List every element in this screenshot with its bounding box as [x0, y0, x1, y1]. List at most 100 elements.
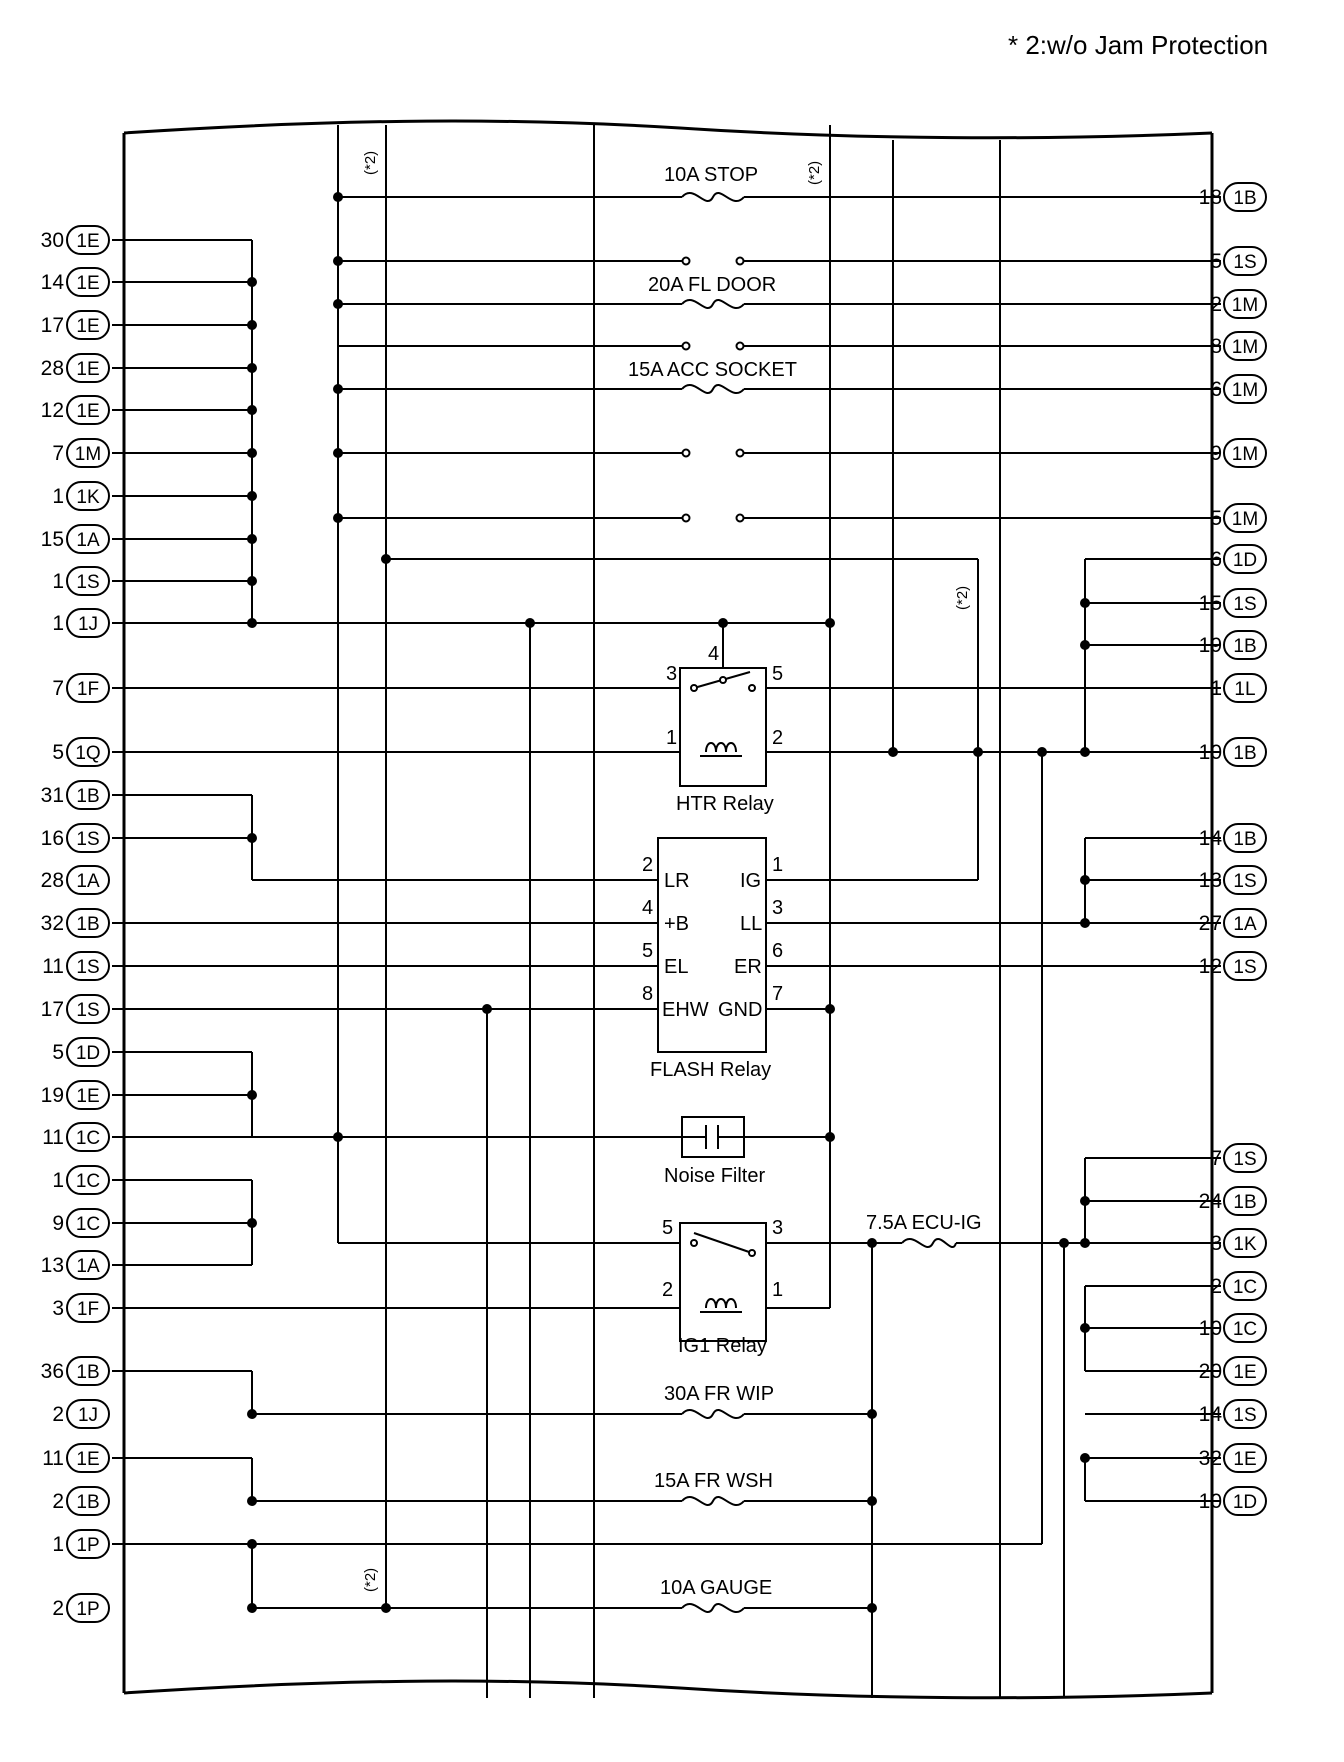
flash-relay: LR +B EL EHW IG LL ER GND 2 4 5 8 1 3 6 …	[642, 837, 783, 1081]
junction-dot	[247, 277, 257, 287]
connector-badge	[66, 1399, 110, 1429]
connector-badge	[66, 1122, 110, 1152]
junction-dot	[973, 747, 983, 757]
fuse-ecu-ig-label: 7.5A ECU-IG	[866, 1212, 982, 1234]
connector-badge	[66, 951, 110, 981]
pin-number: 3	[52, 1297, 64, 1320]
connector-id: 1C	[1233, 1277, 1257, 1298]
connector-badge	[1223, 1143, 1267, 1173]
connector-id: 1S	[1233, 957, 1256, 978]
junction-dot	[247, 1496, 257, 1506]
pin-number: 7	[52, 677, 64, 700]
jam-protection-note: * 2:w/o Jam Protection	[1008, 30, 1268, 60]
pin-number: 30	[41, 229, 64, 252]
pin-number: 1	[52, 485, 64, 508]
noise-filter: Noise Filter	[664, 1116, 765, 1187]
htr-relay-pin-1: 1	[666, 727, 677, 749]
connector-id: 1Q	[75, 743, 100, 764]
junction-dot	[381, 1603, 391, 1613]
connector-id: 1E	[1233, 1362, 1256, 1383]
connector-badge	[66, 673, 110, 703]
star-mark-1: (*2)	[362, 151, 379, 175]
pin-number: 1	[52, 612, 64, 635]
fuse-slot-contacts	[681, 256, 745, 523]
junction-dot	[247, 1090, 257, 1100]
connector-badge	[66, 994, 110, 1024]
connector-badge	[66, 1529, 110, 1559]
fuse-acc-socket-label: 15A ACC SOCKET	[628, 359, 797, 381]
connector-badge	[66, 865, 110, 895]
fuse-fr-wip: 30A FR WIP	[664, 1383, 774, 1420]
pin-number: 11	[42, 1126, 64, 1149]
pin-number: 28	[41, 357, 64, 380]
connector-id: 1B	[76, 1362, 99, 1383]
connector-badge	[1223, 1186, 1267, 1216]
connector-badge	[1223, 1271, 1267, 1301]
connector-id: 1S	[76, 1000, 99, 1021]
connector-pin: 28 1E	[41, 353, 110, 383]
connector-badge	[66, 267, 110, 297]
fuse-gauge: 10A GAUGE	[660, 1577, 772, 1614]
pin-number: 13	[41, 1254, 64, 1277]
ig1-relay-label: IG1 Relay	[678, 1335, 767, 1357]
pin-number: 28	[41, 869, 64, 892]
connector-id: 1M	[1232, 295, 1258, 316]
star-mark-2: (*2)	[806, 161, 823, 185]
connector-badge	[66, 908, 110, 938]
connector-badge	[1223, 908, 1267, 938]
connector-badge	[66, 823, 110, 853]
pin-number: 11	[42, 1447, 64, 1470]
connector-id: 1B	[1233, 829, 1256, 850]
flash-relay-pin-2: 2	[642, 854, 653, 876]
fuse-stop-label: 10A STOP	[664, 164, 758, 186]
connector-badge	[66, 1486, 110, 1516]
junction-dot	[1080, 875, 1090, 885]
connector-id: 1B	[1233, 636, 1256, 657]
junction-dot	[1080, 918, 1090, 928]
junction-dot	[867, 1603, 877, 1613]
connector-id: 1J	[78, 614, 98, 635]
connector-id: 1E	[76, 316, 99, 337]
star-mark-3: (*2)	[954, 586, 971, 610]
connector-badge	[1223, 951, 1267, 981]
connector-id: 1B	[76, 1492, 99, 1513]
junction-dot	[247, 1409, 257, 1419]
junction-dot	[247, 534, 257, 544]
connector-id: 1S	[76, 829, 99, 850]
connector-badge	[1223, 544, 1267, 574]
connector-id: 1L	[1234, 679, 1255, 700]
junction-dot	[247, 1539, 257, 1549]
junction-dot	[867, 1238, 877, 1248]
htr-relay-pin-5: 5	[772, 663, 783, 685]
connector-id: 1C	[76, 1214, 100, 1235]
connector-badge	[66, 608, 110, 638]
flash-relay-term-gnd: GND	[718, 999, 762, 1021]
pin-number: 1	[52, 1533, 64, 1556]
connector-badge	[66, 1443, 110, 1473]
connector-id: 1E	[76, 359, 99, 380]
connector-id: 1M	[75, 444, 101, 465]
connector-id: 1E	[76, 401, 99, 422]
junction-dot	[333, 513, 343, 523]
fuse-ecu-ig: 7.5A ECU-IG	[866, 1212, 982, 1248]
flash-relay-term-ll: LL	[740, 913, 762, 935]
connector-badge	[66, 353, 110, 383]
pin-number: 14	[41, 271, 65, 294]
connector-badge	[1223, 331, 1267, 361]
connector-pin: 1 1J	[52, 608, 110, 638]
connector-id: 1J	[78, 1405, 98, 1426]
connector-id: 1B	[1233, 1192, 1256, 1213]
junction-dot	[247, 363, 257, 373]
connector-id: 1A	[76, 530, 100, 551]
pin-number: 15	[41, 528, 64, 551]
